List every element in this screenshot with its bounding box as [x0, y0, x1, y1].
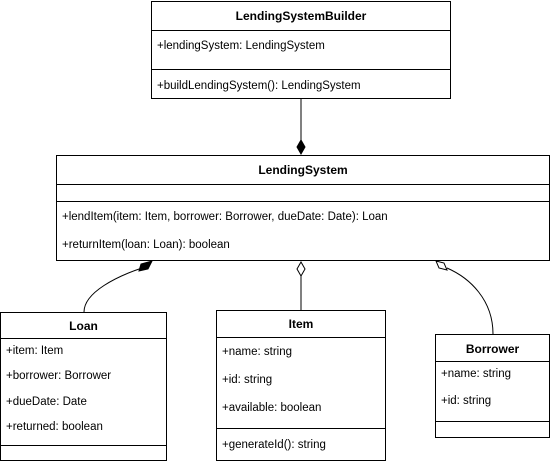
attribute: +dueDate: Date [6, 396, 87, 408]
attribute: +returned: boolean [6, 421, 103, 433]
aggregation-diamond-borrower [435, 260, 448, 271]
divider [217, 428, 385, 429]
class-name: Item [288, 317, 314, 331]
divider [217, 337, 385, 338]
aggregation-diamond-item [296, 260, 306, 278]
class-name: LendingSystem [258, 163, 348, 177]
class-name: Borrower [465, 342, 520, 356]
loan-class[interactable]: Loan +item: Item +borrower: Borrower +du… [0, 312, 167, 461]
divider [57, 184, 549, 185]
lendingsystem-borrower-aggregation-line [446, 267, 494, 335]
attribute: +name: string [222, 346, 292, 358]
method: +lendItem(item: Item, borrower: Borrower… [62, 211, 388, 223]
borrower-class[interactable]: Borrower +name: string +id: string [435, 334, 550, 438]
attribute: +name: string [441, 368, 511, 380]
attribute: +available: boolean [222, 402, 322, 414]
item-class[interactable]: Item +name: string +id: string +availabl… [216, 310, 386, 461]
method: +returnItem(loan: Loan): boolean [62, 239, 230, 251]
attribute: +item: Item [6, 345, 64, 357]
divider [436, 421, 549, 422]
lending-system-builder-class[interactable]: LendingSystemBuilder +lendingSystem: Len… [151, 1, 451, 99]
divider [436, 361, 549, 362]
class-name: LendingSystemBuilder [235, 9, 367, 23]
lending-system-class[interactable]: LendingSystem +lendItem(item: Item, borr… [56, 155, 550, 261]
divider [152, 30, 450, 31]
attribute: +id: string [441, 395, 492, 407]
method: +buildLendingSystem(): LendingSystem [157, 80, 361, 92]
composition-diamond-loan [138, 260, 153, 272]
divider [57, 201, 549, 202]
attribute: +lendingSystem: LendingSystem [157, 40, 325, 52]
attribute: +borrower: Borrower [6, 370, 112, 382]
composition-diamond-builder [296, 138, 306, 156]
class-name: Loan [69, 319, 98, 333]
attribute: +id: string [222, 374, 273, 386]
divider [1, 338, 166, 339]
method: +generateId(): string [222, 439, 326, 451]
lendingsystem-loan-composition-line [83, 267, 143, 313]
divider [1, 445, 166, 446]
divider [152, 69, 450, 70]
